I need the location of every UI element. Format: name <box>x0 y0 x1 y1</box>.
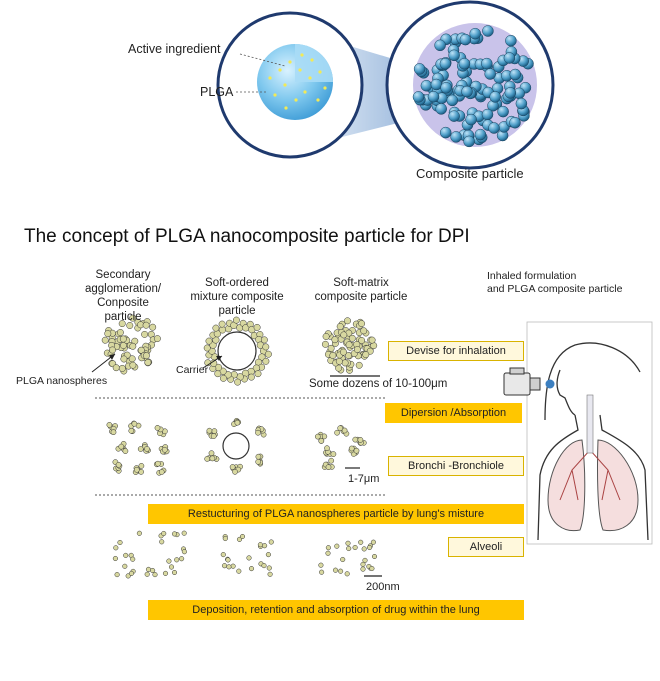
inhaler-device-icon <box>503 367 555 396</box>
lungs <box>547 394 639 532</box>
carrier-circle-2 <box>222 432 250 460</box>
size-label-3: 200nm <box>366 581 400 593</box>
sphere-cutaway <box>295 44 333 82</box>
alveoli-box: Alveoli <box>448 537 524 557</box>
size-label-2: 1-7μm <box>348 473 380 485</box>
restructuring-box: Restucturing of PLGA nanospheres particl… <box>148 504 524 524</box>
composite-particle-label: Composite particle <box>416 166 524 181</box>
column-header-soft-matrix: Soft-matrix composite particle <box>314 277 408 303</box>
carrier-label: Carrier <box>176 364 209 376</box>
active-ingredient-dots <box>268 53 327 110</box>
bronchi-box: Bronchi -Bronchiole <box>388 456 524 476</box>
column-header-secondary: Secondary agglomeration/ Conposite parti… <box>84 269 162 323</box>
page-title: The concept of PLGA nanocomposite partic… <box>24 226 470 247</box>
column-header-soft-ordered: Soft-ordered mixture composite particle <box>190 277 284 317</box>
column-header-inhaled: Inhaled formulation and PLGA composite p… <box>487 270 623 295</box>
human-figure <box>537 342 649 541</box>
composite-cluster <box>412 23 537 148</box>
device-box: Devise for inhalation <box>388 341 524 361</box>
plga-nanospheres-label: PLGA nanospheres <box>16 375 108 387</box>
carrier-circle <box>217 331 257 371</box>
active-ingredient-label: Active ingredient <box>128 42 221 56</box>
dispersion-box: Dipersion /Absorption <box>385 403 522 423</box>
deposition-box: Deposition, retention and absorption of … <box>148 600 524 620</box>
plga-label: PLGA <box>200 85 234 99</box>
size-label-1: Some dozens of 10-100μm <box>309 378 448 390</box>
